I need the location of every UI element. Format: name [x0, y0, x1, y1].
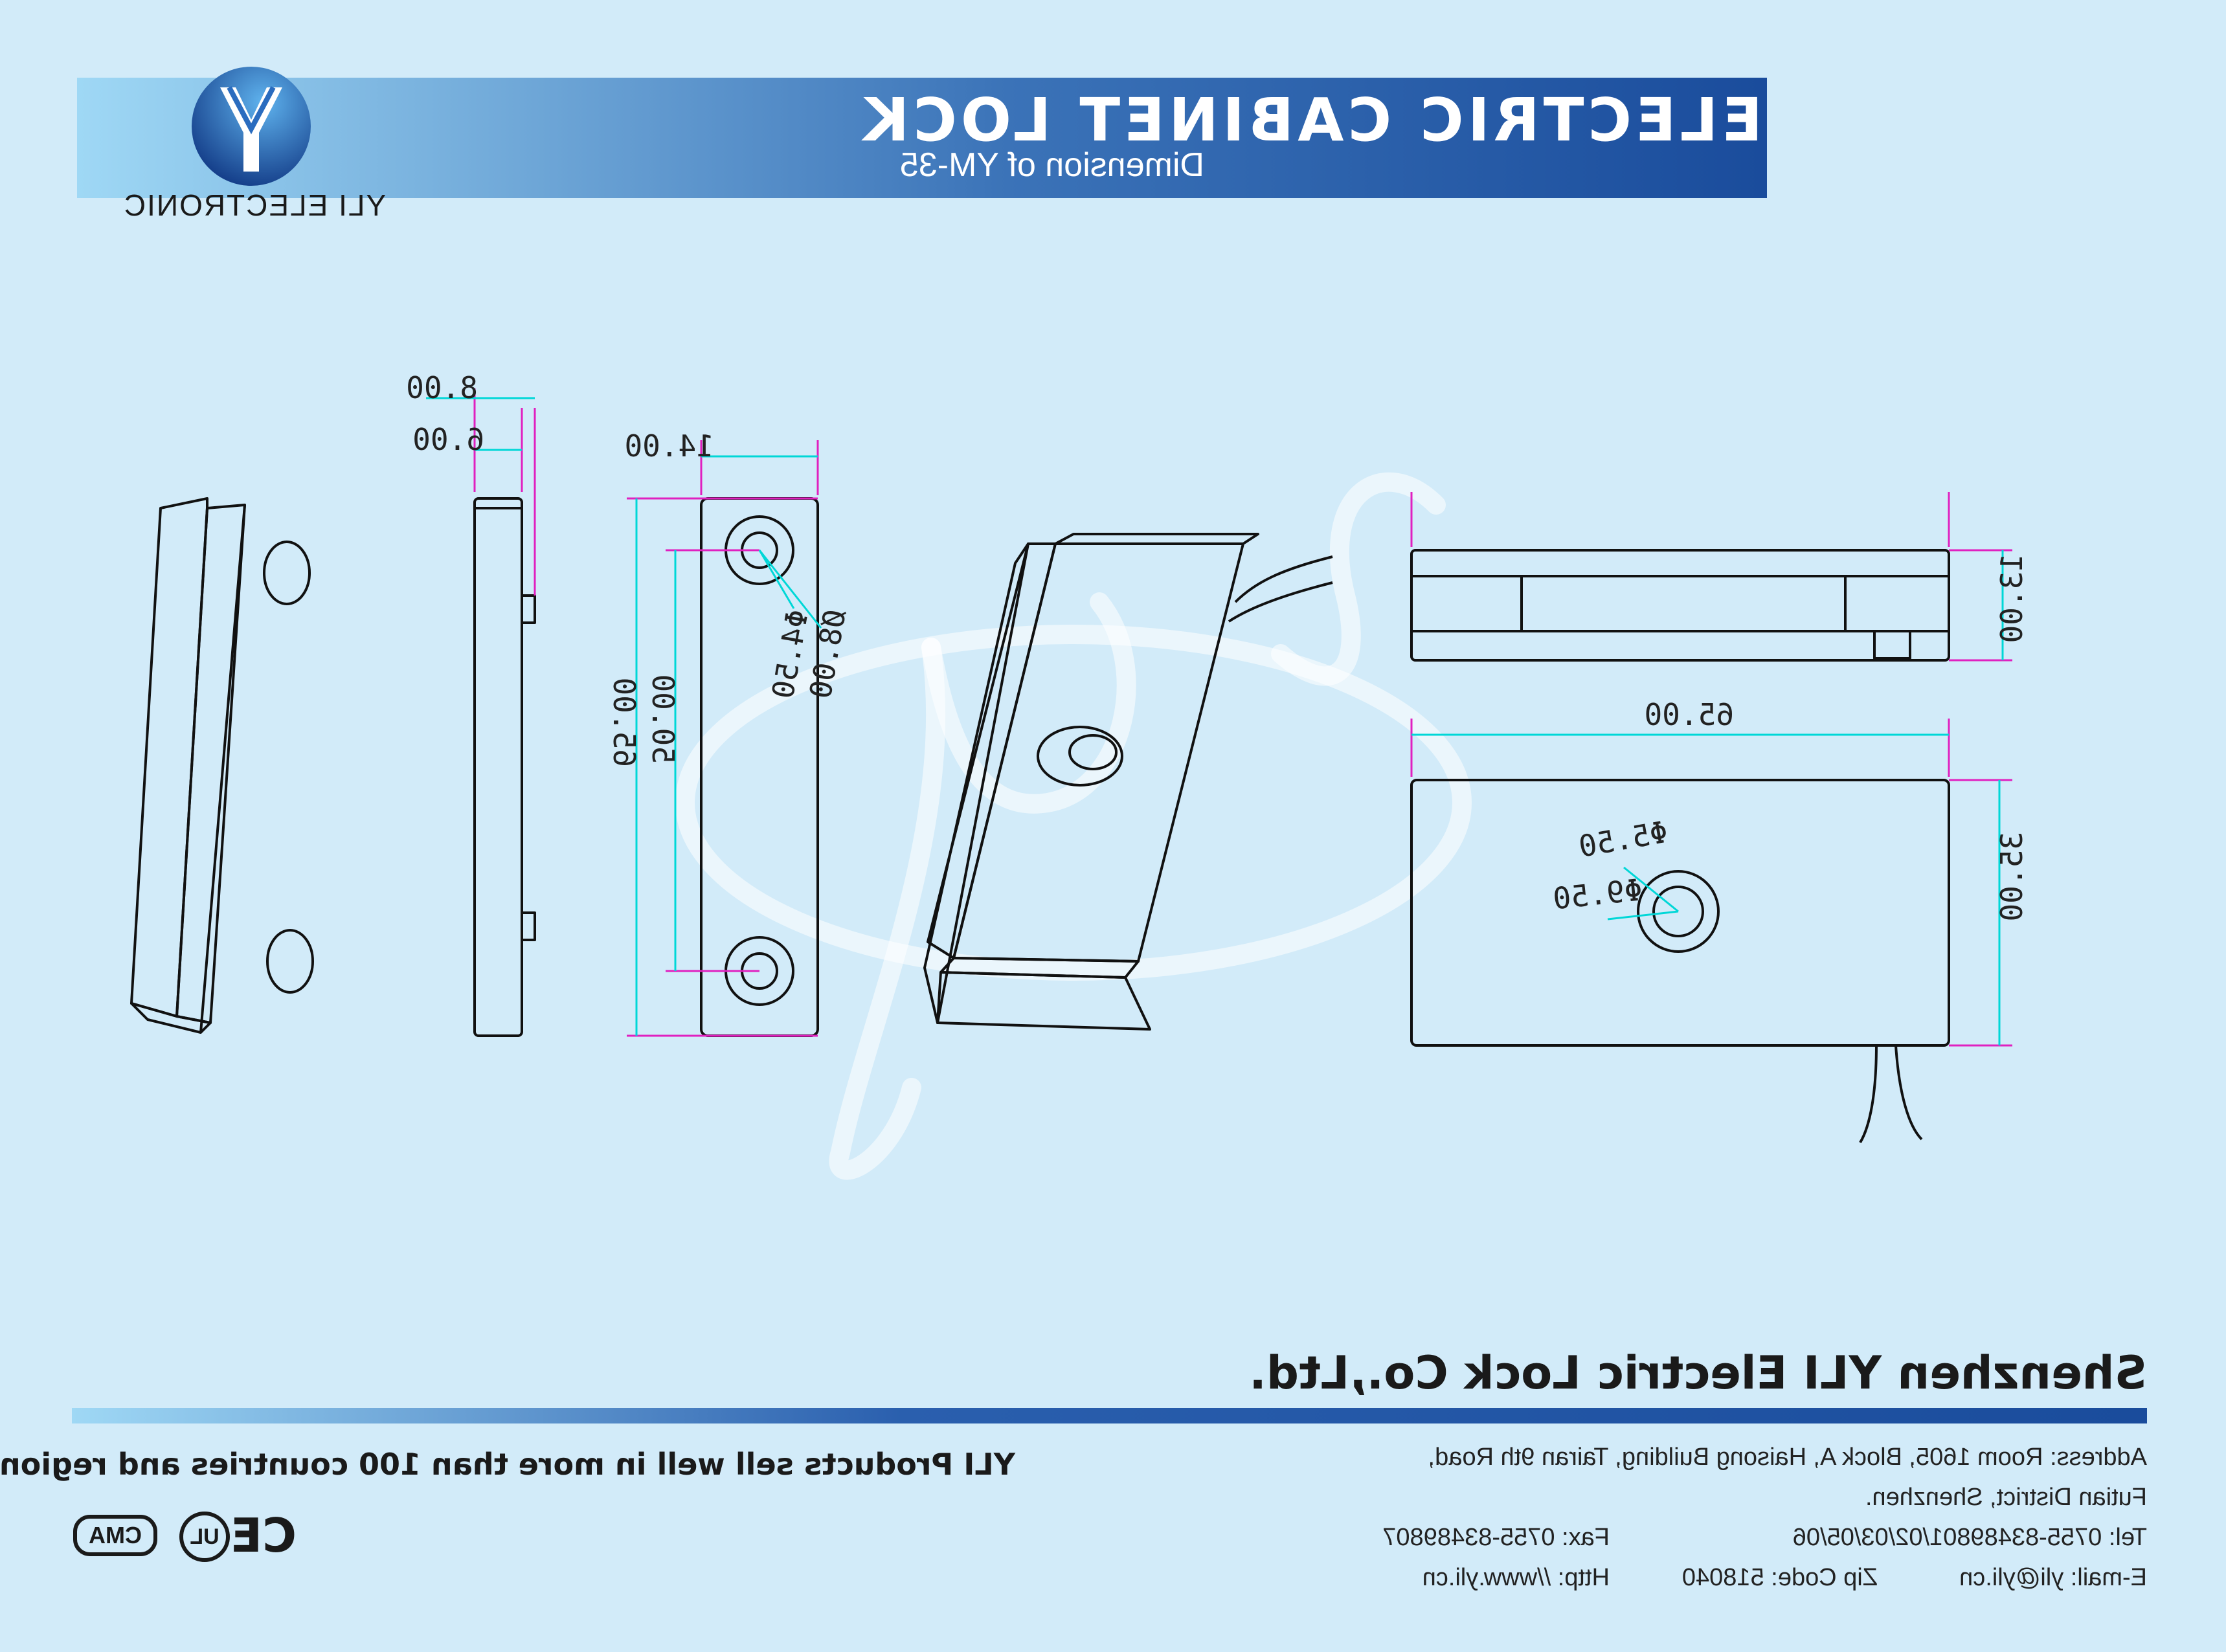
- ul-mark-icon: UL: [179, 1512, 230, 1562]
- email: E-mail: yli@yli.cn: [1959, 1564, 2147, 1591]
- address-line-1: Address: Room 1605, Block A, Haisong Bui…: [1428, 1444, 2147, 1471]
- watermark: [675, 472, 1472, 1180]
- armature-perspective-view: [130, 497, 314, 1034]
- page-subtitle: Dimension of YM-35: [899, 146, 1204, 184]
- dimension-lines: [426, 388, 2012, 1047]
- armature-front-view: [700, 497, 819, 1037]
- dim-body-length: 65.00: [1645, 697, 1734, 732]
- tel: Tel: 0755-83489801/02/03/05/06: [1792, 1524, 2147, 1551]
- yli-logo-icon: [192, 67, 311, 186]
- zip-code: Zip Code: 518040: [1681, 1564, 1878, 1591]
- dim-armature-width: 14.00: [625, 429, 714, 463]
- armature-side-view: [473, 497, 536, 1037]
- logo-name: YLI ELECTRONIC: [122, 188, 387, 222]
- cma-mark-icon: CMA: [73, 1515, 157, 1556]
- dimension-labels: 8.00 6.00 14.00 65.00 50.00 Φ4.50 Ø8.00 …: [406, 370, 2029, 921]
- page-title: ELECTRIC CABINET LOCK: [859, 85, 1763, 155]
- dim-body-height: 13.00: [1994, 553, 2029, 643]
- dim-hole-spacing: 50.00: [646, 675, 680, 764]
- ce-mark-icon: CE: [230, 1508, 297, 1563]
- lock-body-bottom-view: [1410, 779, 1950, 1144]
- fax: Fax: 0755-83489807: [1382, 1524, 1610, 1551]
- dim-counterbore: Φ9.50: [1551, 872, 1644, 916]
- technical-drawing: 8.00 6.00 14.00 65.00 50.00 Φ4.50 Ø8.00 …: [130, 370, 2029, 1144]
- slogan: YLI Products sell well in more than 100 …: [0, 1447, 1015, 1482]
- company-name: Shenzhen YLI Electric Lock Co.,Ltd.: [1249, 1346, 2147, 1400]
- dim-mount-hole: Φ5.50: [1576, 814, 1670, 864]
- dim-armature-length: 65.00: [607, 678, 642, 767]
- website: Http: //www.yli.cn: [1422, 1564, 1610, 1591]
- address-line-2: Futian District, Shenzhen.: [1865, 1484, 2147, 1511]
- lock-body-top-view: [1410, 549, 1950, 662]
- dim-body-thickness: 6.00: [412, 422, 484, 457]
- dim-body-width: 35.00: [1994, 832, 2029, 921]
- footer-divider: [72, 1408, 2147, 1423]
- lock-body-perspective-view: [923, 533, 1333, 1031]
- dim-thickness: 8.00: [406, 370, 478, 405]
